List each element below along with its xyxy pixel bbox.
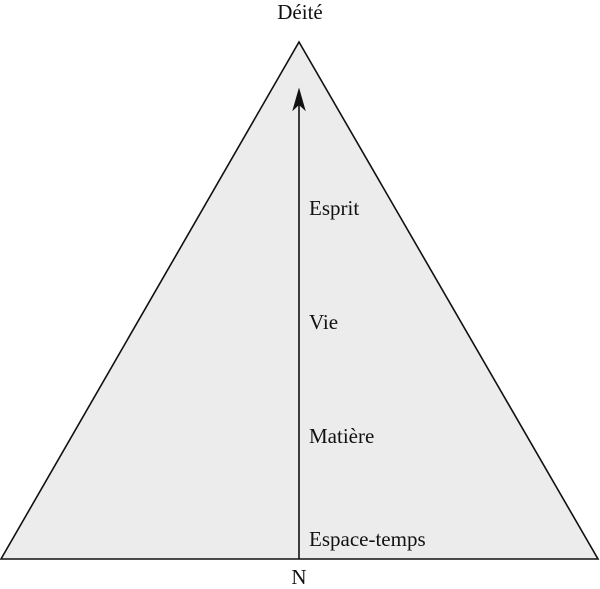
level-label-matiere: Matière <box>309 424 375 448</box>
level-label-espace-temps: Espace-temps <box>309 527 426 551</box>
level-label-esprit: Esprit <box>309 196 360 220</box>
base-label: N <box>291 565 307 589</box>
ascent-arrowhead-icon <box>292 87 306 112</box>
apex-label: Déité <box>277 0 323 24</box>
level-label-vie: Vie <box>309 310 339 334</box>
